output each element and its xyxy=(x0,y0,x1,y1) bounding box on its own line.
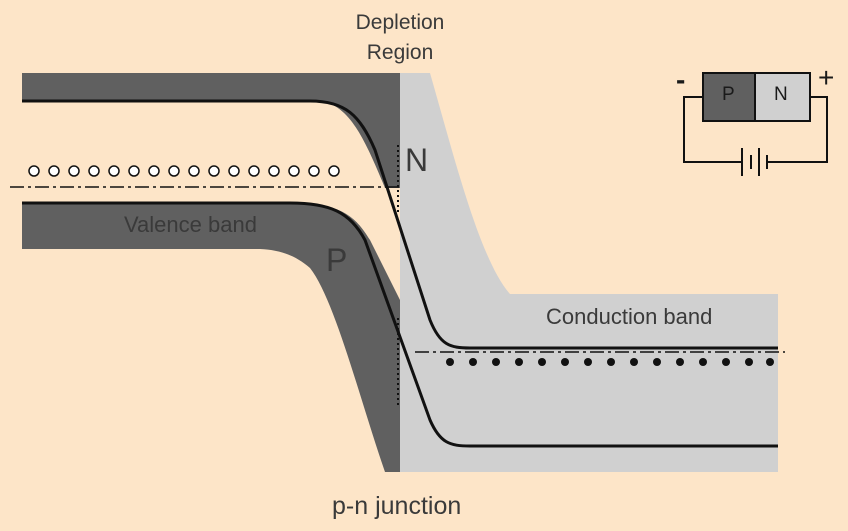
electron xyxy=(766,358,774,366)
n-side-band-region xyxy=(400,73,778,472)
pn-junction-caption: p-n junction xyxy=(332,492,462,520)
hole xyxy=(188,165,200,177)
circuit-wire-right xyxy=(767,96,828,163)
electron xyxy=(538,358,546,366)
p-side-valence-band xyxy=(22,203,400,472)
p-region-label: P xyxy=(326,242,348,278)
depletion-label-line2: Region xyxy=(366,41,434,64)
conduction-band-label: Conduction band xyxy=(546,304,713,329)
conduction-band-edge-line xyxy=(22,99,778,350)
electron xyxy=(446,358,454,366)
hole xyxy=(288,165,300,177)
electron xyxy=(515,358,523,366)
electron xyxy=(676,358,684,366)
hole xyxy=(308,165,320,177)
plus-terminal-label: + xyxy=(818,62,835,93)
circuit-wire-left xyxy=(683,96,742,163)
electron xyxy=(653,358,661,366)
valence-band-label: Valence band xyxy=(124,212,257,237)
hole xyxy=(168,165,180,177)
hole xyxy=(128,165,140,177)
hole xyxy=(248,165,260,177)
hole xyxy=(148,165,160,177)
electrons-row xyxy=(446,358,774,366)
minus-terminal-label: - xyxy=(676,64,686,95)
hole xyxy=(228,165,240,177)
electron xyxy=(584,358,592,366)
hole xyxy=(208,165,220,177)
hole xyxy=(28,165,40,177)
diode-p-label: P xyxy=(722,84,735,105)
hole xyxy=(48,165,60,177)
n-region-label: N xyxy=(405,142,429,178)
diode-n-label: N xyxy=(774,84,788,105)
hole xyxy=(328,165,340,177)
electron xyxy=(630,358,638,366)
diode-p-block xyxy=(702,72,756,122)
electron xyxy=(492,358,500,366)
electron xyxy=(745,358,753,366)
holes-row xyxy=(28,165,340,177)
electron xyxy=(607,358,615,366)
electron xyxy=(469,358,477,366)
p-side-upper-band xyxy=(22,73,400,188)
depletion-region-label: Depletion Region xyxy=(330,8,470,68)
valence-band-edge-line xyxy=(22,201,778,448)
diode-inset xyxy=(683,72,828,176)
hole xyxy=(108,165,120,177)
electron xyxy=(722,358,730,366)
hole xyxy=(68,165,80,177)
electron xyxy=(699,358,707,366)
electron xyxy=(561,358,569,366)
hole xyxy=(88,165,100,177)
depletion-label-line1: Depletion xyxy=(355,11,445,34)
hole xyxy=(268,165,280,177)
